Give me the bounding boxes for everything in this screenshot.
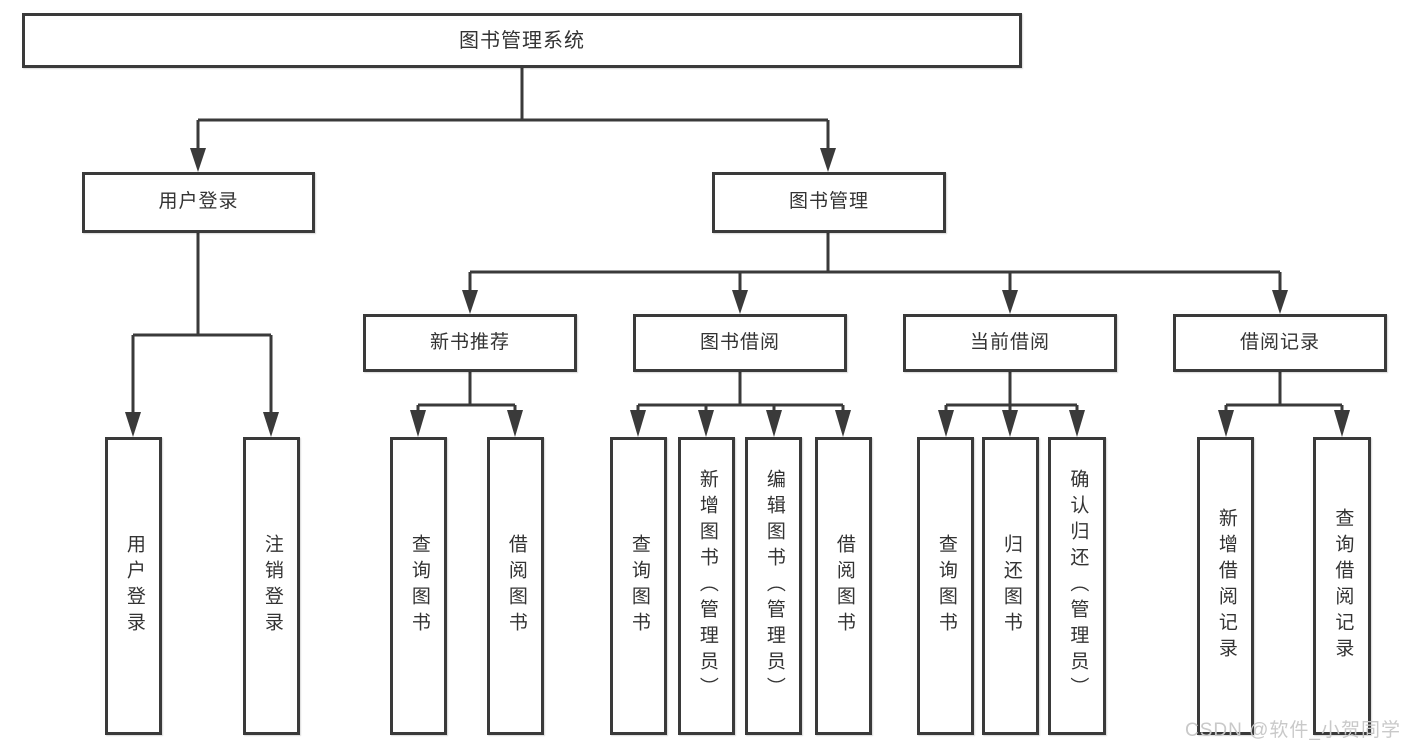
node-book-management: 图书管理: [712, 172, 946, 233]
node-user-login: 用户登录: [82, 172, 315, 233]
leaf-query-books-current: 查询图书: [917, 437, 974, 735]
csdn-watermark: CSDN @软件_小贺同学: [1185, 720, 1401, 741]
node-library-management-system: 图书管理系统: [22, 13, 1022, 68]
leaf-confirm-return-admin: 确认归还（管理员）: [1048, 437, 1106, 735]
leaf-borrow-books-borrow: 借阅图书: [815, 437, 872, 735]
node-borrow-records: 借阅记录: [1173, 314, 1387, 372]
node-current-borrow: 当前借阅: [903, 314, 1117, 372]
leaf-user-login: 用户登录: [105, 437, 162, 735]
node-new-book-recommend: 新书推荐: [363, 314, 577, 372]
leaf-query-books-recommend: 查询图书: [390, 437, 447, 735]
leaf-edit-book-admin: 编辑图书（管理员）: [745, 437, 802, 735]
leaf-add-borrow-record: 新增借阅记录: [1197, 437, 1254, 735]
leaf-query-books-borrow: 查询图书: [610, 437, 667, 735]
node-book-borrow: 图书借阅: [633, 314, 847, 372]
leaf-borrow-books-recommend: 借阅图书: [487, 437, 544, 735]
leaf-logout: 注销登录: [243, 437, 300, 735]
leaf-query-borrow-record: 查询借阅记录: [1313, 437, 1371, 735]
leaf-return-book: 归还图书: [982, 437, 1039, 735]
leaf-add-book-admin: 新增图书（管理员）: [678, 437, 735, 735]
